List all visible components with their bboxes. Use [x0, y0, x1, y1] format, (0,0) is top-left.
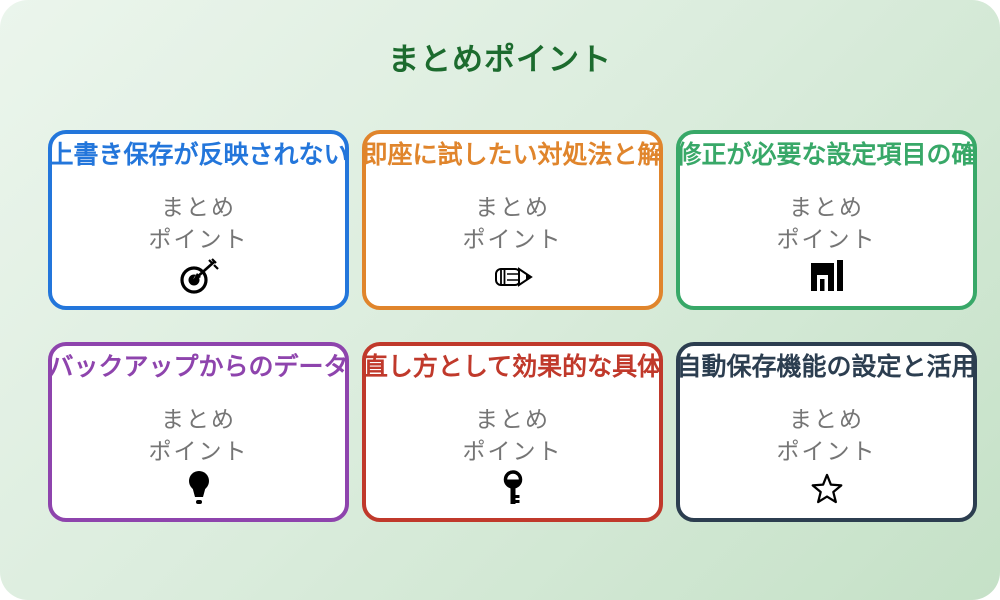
card-label: まとめ ポイント [52, 192, 345, 256]
card-label-line2: ポイント [776, 227, 877, 253]
card-concrete-remedies: 直し方として効果的な具体 まとめ ポイント [362, 342, 663, 522]
card-autosave: 自動保存機能の設定と活用 まとめ ポイント [676, 342, 977, 522]
card-label-line2: ポイント [462, 439, 563, 465]
card-overwrite-save: 上書き保存が反映されない まとめ ポイント [48, 130, 349, 310]
card-label-line1: まとめ [161, 407, 236, 433]
page-title: まとめポイント [388, 42, 612, 78]
card-label-line2: ポイント [462, 227, 563, 253]
card-title: バックアップからのデータ [48, 352, 349, 381]
card-backup-restore: バックアップからのデータ まとめ ポイント [48, 342, 349, 522]
card-label-line1: まとめ [475, 195, 550, 221]
card-label-line1: まとめ [789, 195, 864, 221]
card-label-line2: ポイント [148, 227, 249, 253]
card-quick-fixes: 即座に試したい対処法と解 まとめ ポイント [362, 130, 663, 310]
card-label-line2: ポイント [776, 439, 877, 465]
card-title: 即座に試したい対処法と解 [362, 140, 663, 169]
star-icon [680, 470, 973, 508]
card-settings-check: 修正が必要な設定項目の確 まとめ ポイント [676, 130, 977, 310]
card-title: 自動保存機能の設定と活用 [676, 352, 977, 381]
card-label-line1: まとめ [475, 407, 550, 433]
card-title: 上書き保存が反映されない [48, 140, 349, 169]
card-title: 修正が必要な設定項目の確 [676, 140, 977, 169]
lightbulb-icon [52, 470, 345, 508]
card-grid: 上書き保存が反映されない まとめ ポイント 即座に試した [48, 130, 977, 522]
card-label: まとめ ポイント [52, 404, 345, 468]
bar-chart-icon [680, 258, 973, 296]
card-label: まとめ ポイント [680, 404, 973, 468]
card-label: まとめ ポイント [680, 192, 973, 256]
card-label: まとめ ポイント [366, 192, 659, 256]
card-label-line1: まとめ [161, 195, 236, 221]
key-icon [366, 470, 659, 508]
pencil-icon [366, 258, 659, 296]
card-label-line2: ポイント [148, 439, 249, 465]
card-label: まとめ ポイント [366, 404, 659, 468]
target-dart-icon [52, 258, 345, 296]
card-title: 直し方として効果的な具体 [362, 352, 663, 381]
card-label-line1: まとめ [789, 407, 864, 433]
